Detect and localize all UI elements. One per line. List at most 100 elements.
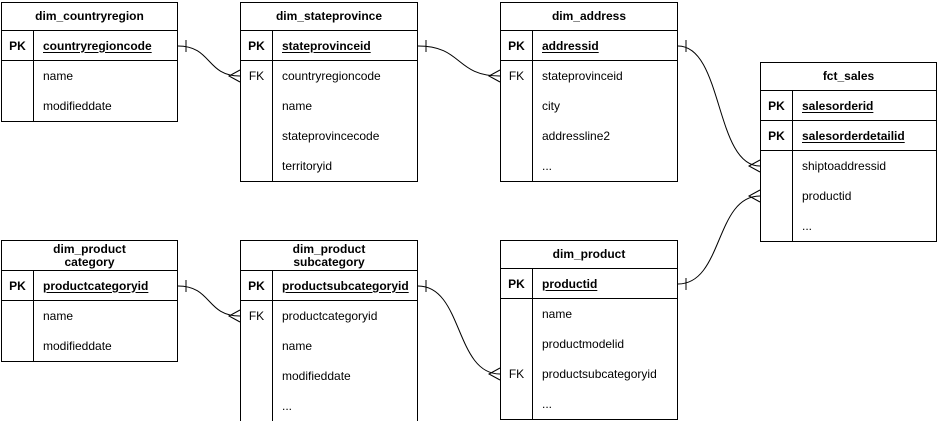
field-name: productsubcategoryid [542, 367, 657, 381]
field-row: productmodelid [501, 329, 677, 359]
key-label: PK [761, 121, 793, 150]
field-name: productsubcategoryid [282, 278, 409, 293]
key-label [501, 91, 533, 121]
key-label: PK [2, 271, 34, 300]
field-row: name [2, 61, 177, 91]
key-label: PK [501, 269, 533, 298]
relationship-line [417, 285, 501, 375]
field-name: modifieddate [282, 369, 351, 383]
field-name: productcategoryid [43, 278, 149, 293]
relationship-line [677, 195, 761, 285]
field-row: modifieddate [241, 361, 417, 391]
field-row: addressline2 [501, 121, 677, 151]
key-label: PK [241, 271, 273, 300]
cardinality-many-crowfoot [747, 189, 761, 203]
relationship-dim_product-fct_sales [677, 189, 761, 290]
key-label [241, 331, 273, 361]
field-name: productid [802, 189, 852, 203]
key-label [241, 361, 273, 391]
field-row: ... [761, 211, 936, 241]
field-name: name [282, 339, 313, 353]
field-name: productid [542, 276, 598, 291]
field-name: ... [542, 159, 553, 173]
key-label [761, 181, 793, 211]
key-label: PK [241, 31, 273, 60]
cardinality-many-crowfoot [227, 69, 241, 83]
relationship-dim_address-fct_sales [677, 40, 761, 173]
field-row: PK productsubcategoryid [241, 271, 417, 301]
field-row: name [241, 331, 417, 361]
field-name: territoryid [282, 159, 333, 173]
field-row: territoryid [241, 151, 417, 181]
cardinality-many-crowfoot [747, 159, 761, 173]
key-label: PK [501, 31, 533, 60]
key-label [241, 121, 273, 151]
field-row: city [501, 91, 677, 121]
field-row: stateprovincecode [241, 121, 417, 151]
field-name: ... [802, 219, 813, 233]
field-row: productid [761, 181, 936, 211]
field-row: modifieddate [2, 331, 177, 361]
field-name: city [542, 99, 560, 113]
field-name: name [282, 99, 313, 113]
key-label [761, 151, 793, 181]
field-name: name [43, 309, 74, 323]
field-name: addressid [542, 38, 599, 53]
key-label [501, 121, 533, 151]
key-label: FK [241, 301, 273, 331]
relationship-line [177, 45, 241, 77]
field-name: productmodelid [542, 337, 625, 351]
field-name: stateprovinceid [542, 69, 623, 83]
field-name: name [542, 307, 573, 321]
key-label [2, 61, 34, 91]
table-title: dim_address [501, 3, 677, 31]
field-row: ... [501, 151, 677, 181]
field-row: FK productsubcategoryid [501, 359, 677, 389]
field-name: name [43, 69, 74, 83]
cardinality-many-crowfoot [487, 367, 501, 381]
table-title: dim_stateprovince [241, 3, 417, 31]
field-row: modifieddate [2, 91, 177, 121]
relationship-line [677, 45, 761, 167]
field-row: PK productid [501, 269, 677, 299]
field-row: ... [501, 389, 677, 419]
field-name: ... [542, 397, 553, 411]
field-name: addressline2 [542, 129, 611, 143]
key-label [2, 331, 34, 361]
field-row: PK productcategoryid [2, 271, 177, 301]
field-row: PK addressid [501, 31, 677, 61]
field-row: ... [241, 391, 417, 421]
table-title: dim_countryregion [2, 3, 177, 31]
cardinality-many-crowfoot [487, 69, 501, 83]
key-label: FK [241, 61, 273, 91]
key-label: FK [501, 359, 533, 389]
key-label [241, 391, 273, 421]
field-name: productcategoryid [282, 309, 378, 323]
field-row: name [2, 301, 177, 331]
field-row: FK productcategoryid [241, 301, 417, 331]
field-name: stateprovinceid [282, 38, 371, 53]
key-label: PK [2, 31, 34, 60]
relationship-dim_stateprovince-dim_address [417, 40, 501, 83]
key-label [241, 151, 273, 181]
field-row: name [501, 299, 677, 329]
field-name: stateprovincecode [282, 129, 380, 143]
field-name: ... [282, 399, 293, 413]
key-label [501, 389, 533, 419]
field-name: modifieddate [43, 339, 112, 353]
key-label [2, 91, 34, 121]
field-name: modifieddate [43, 99, 112, 113]
